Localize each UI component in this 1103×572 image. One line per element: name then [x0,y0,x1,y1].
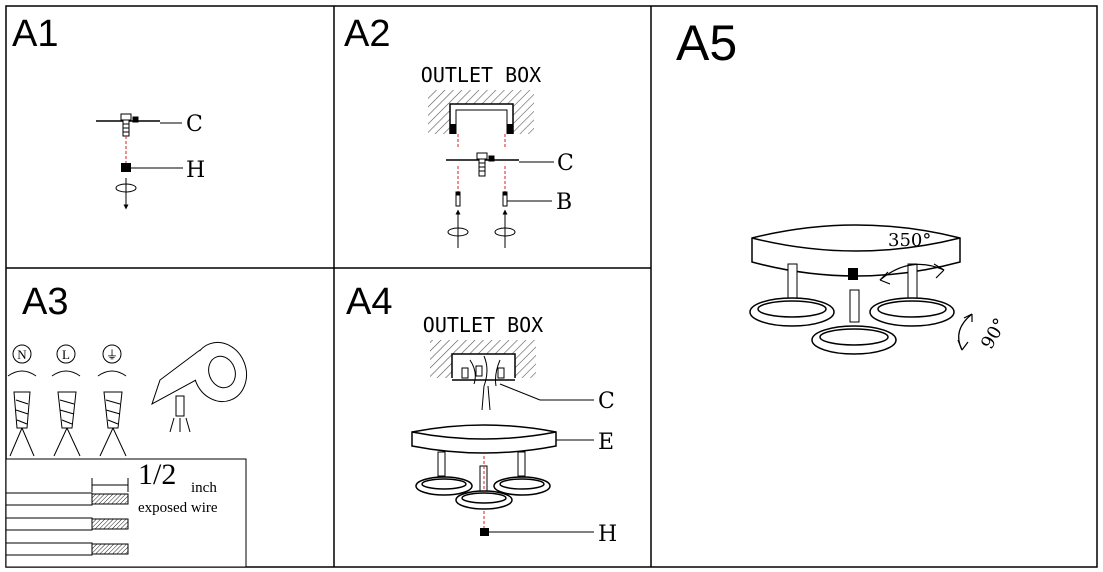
callout-c: C [186,112,203,137]
line-label: L [62,347,70,362]
outlet-box [451,353,516,378]
electrical-tape-icon [151,341,247,433]
ground-symbol [102,344,122,364]
outlet-box-title: OUTLET BOX [421,63,541,87]
callout-b: B [556,190,572,215]
wire-bundle [469,355,501,411]
neutral-symbol [12,344,32,364]
callout-h: H [186,158,205,183]
callout-e: E [598,430,614,455]
panel-label-a2: A2 [344,13,390,55]
fixture-canopy [751,224,961,277]
panel-label-a3: A3 [22,281,68,323]
measure-unit: inch [191,480,217,496]
measurement-arrow [91,478,129,492]
wire-connector-icon [461,365,505,379]
fixture-canopy [411,424,557,454]
measure-caption: exposed wire [138,500,218,516]
threaded-stud-icon [120,113,139,137]
panel-label-a1: A1 [12,13,58,55]
cap-nut-icon [121,163,131,172]
stripped-wire [5,492,129,556]
rotate-tilt-icon [957,313,973,351]
panel-label-a5: A5 [676,15,737,71]
rotate-clockwise-icon [115,178,137,210]
rotation-tilt-label: 90° [977,315,1011,353]
callout-c: C [557,151,574,176]
panel-grid [5,5,1098,568]
rotate-clockwise-icon [447,209,516,248]
threaded-stud-icon [476,152,495,177]
cap-nut-icon [848,268,858,280]
callout-c: C [598,389,615,414]
rotation-horizontal-label: 350° [888,230,931,251]
light-ring [415,476,551,510]
wire-lead [9,427,127,457]
panel-a3: A3 N L ⏚ [5,281,247,568]
panel-a5: A5 350° [676,15,1011,355]
panel-a1: A1 C H [12,13,205,210]
wire-connector-icon [13,391,123,429]
cap-nut-icon [480,528,489,536]
line-symbol [56,344,76,364]
neutral-label: N [17,347,27,362]
panel-a2: A2 OUTLET BOX C [344,13,574,248]
callout-h: H [598,522,617,547]
twist-arrow-icon [7,370,127,377]
panel-a4: A4 OUTLET BOX C E [346,281,617,547]
ground-label: ⏚ [106,348,118,362]
outlet-box-title: OUTLET BOX [423,313,543,337]
outlet-box [449,103,514,134]
measure-value: 1/2 [138,458,176,491]
panel-label-a4: A4 [346,281,392,323]
rotate-horizontal-icon [879,263,945,285]
light-ring [749,297,955,355]
screw-icon [455,191,508,207]
alignment-guide [457,134,506,192]
